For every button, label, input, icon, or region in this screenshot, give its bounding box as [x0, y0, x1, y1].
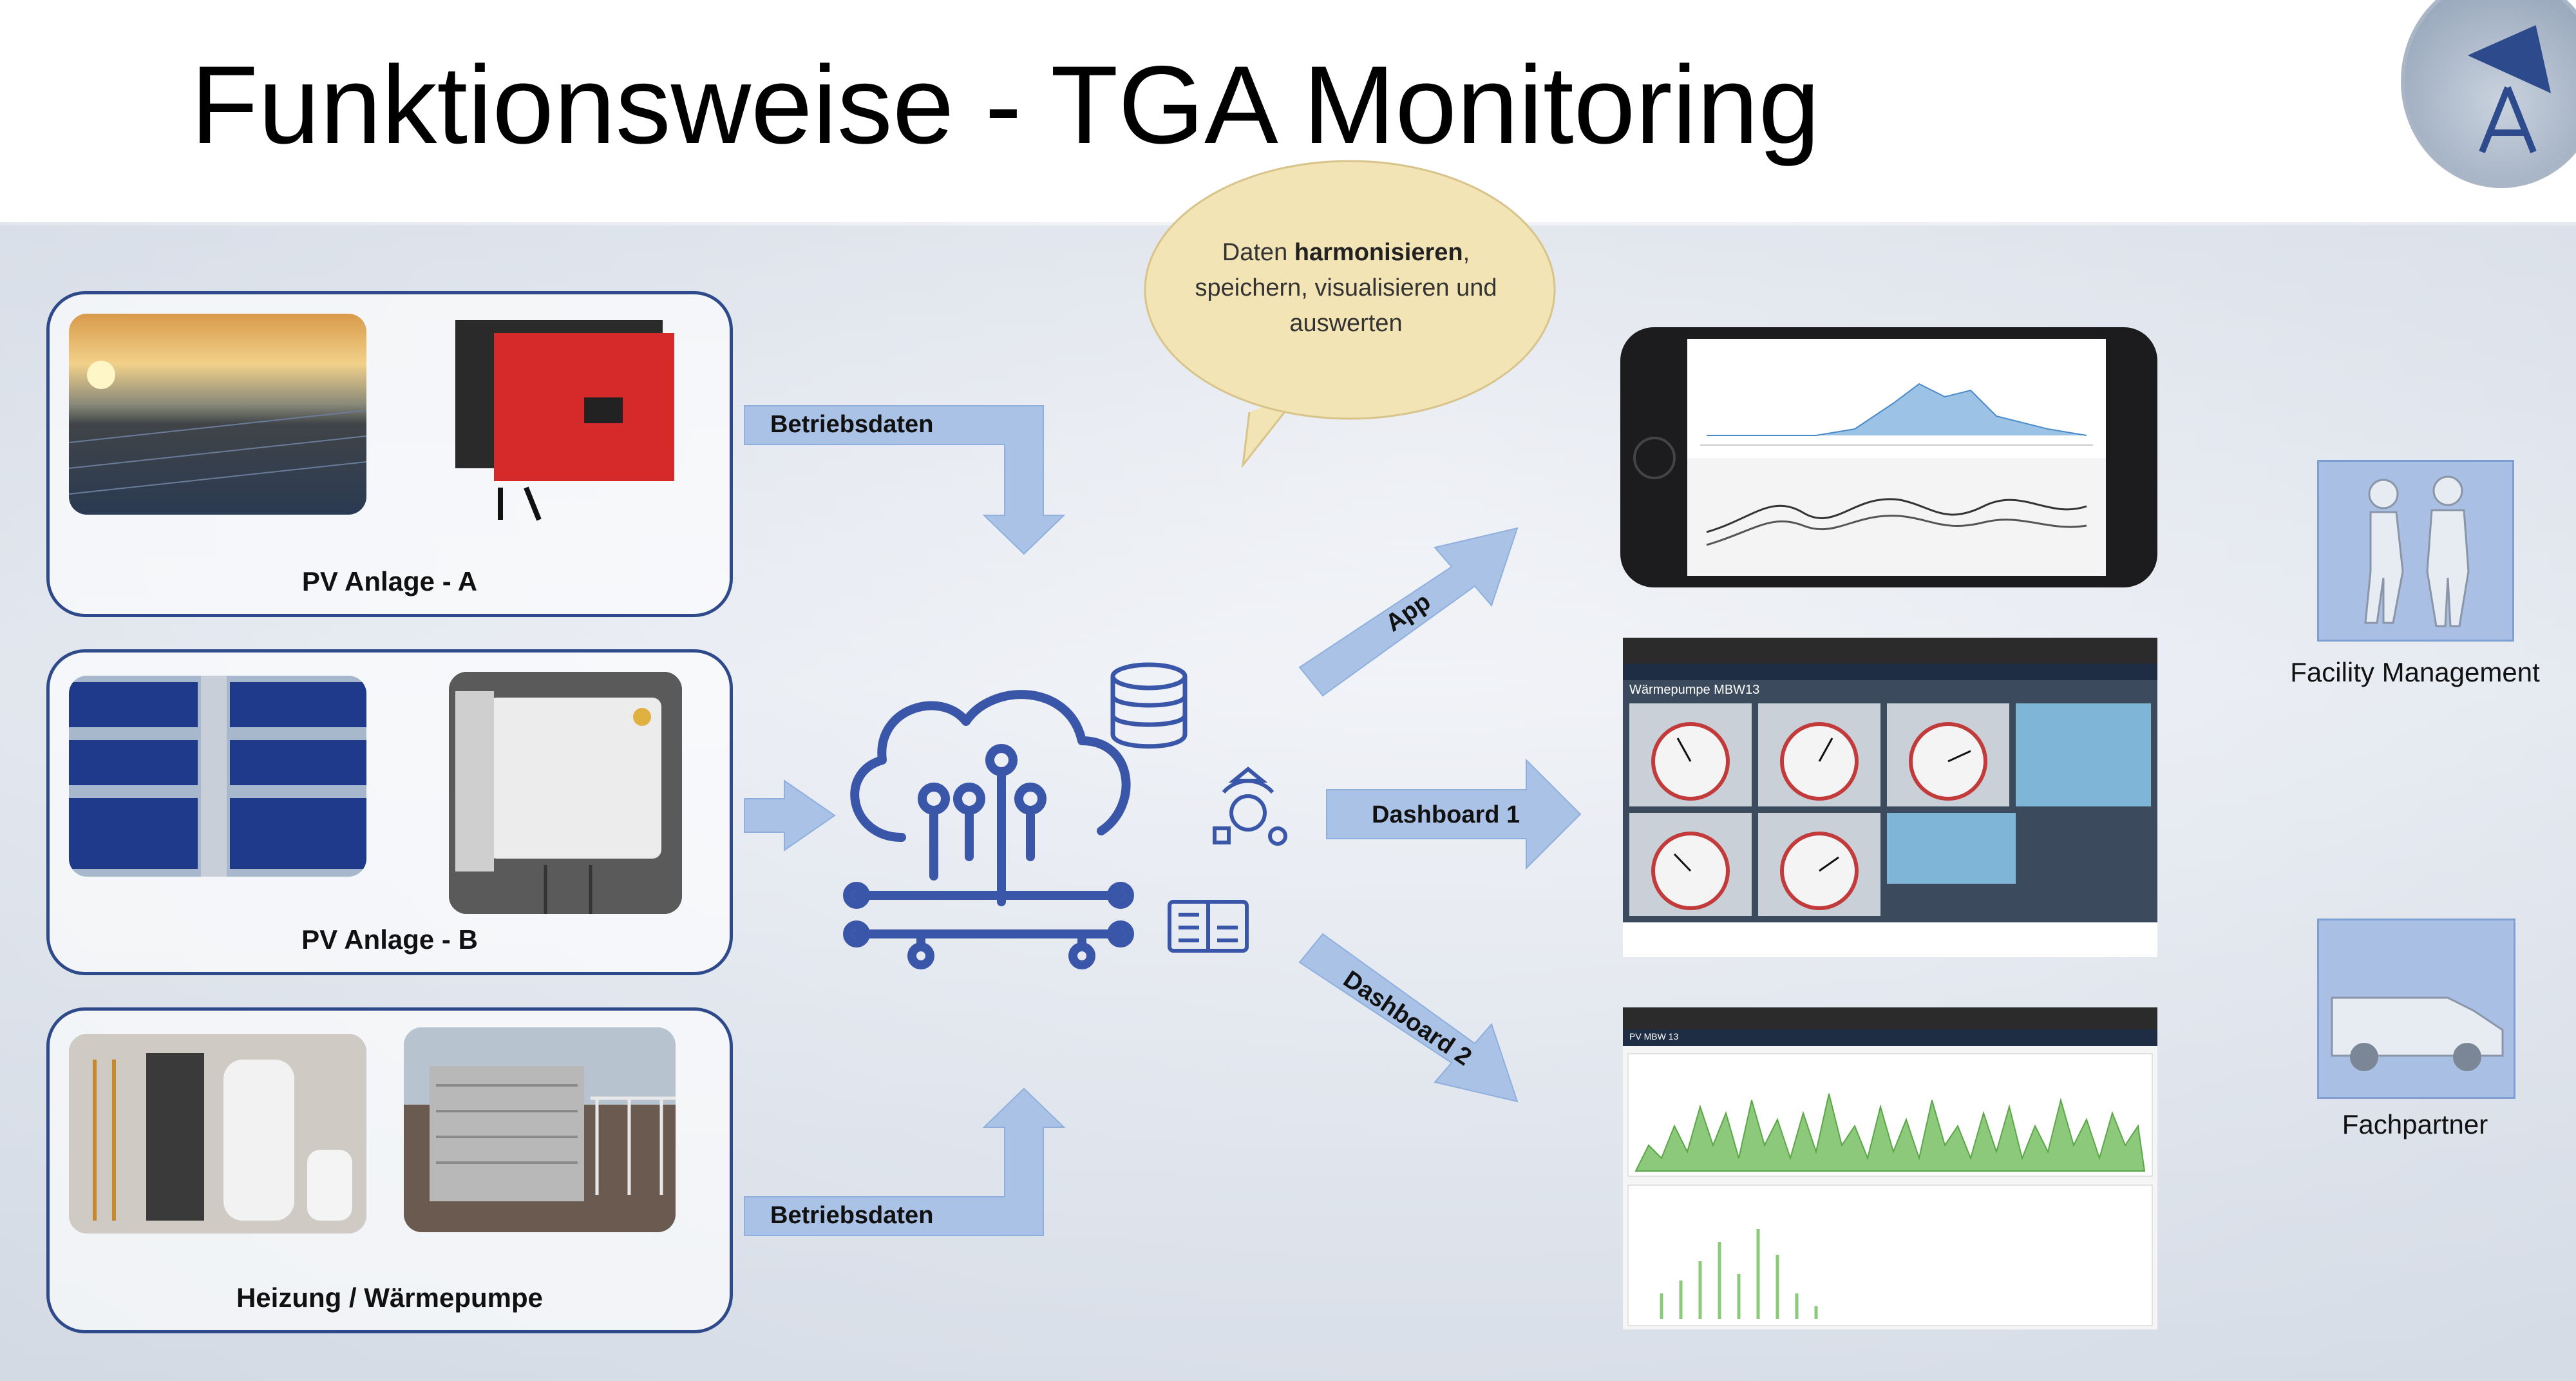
dashboard1-screen: Wärmepumpe MBW13 — [1623, 663, 2157, 957]
flow-label-betriebsdaten-bottom: Betriebsdaten — [770, 1202, 934, 1229]
dashboard2-title: PV MBW 13 — [1629, 1031, 1679, 1042]
checklist-book-icon — [1168, 900, 1249, 953]
dashboard1-arrow — [1326, 758, 1582, 870]
heat-pump-photo — [404, 1027, 676, 1232]
phone-screen — [1687, 339, 2106, 576]
dashboard2-topbar — [1623, 1029, 2157, 1046]
bubble-bold: harmonisieren — [1294, 239, 1463, 266]
dashboard2-screenshot: PV MBW 13 — [1623, 1007, 2157, 1329]
middle-arrow — [744, 779, 836, 852]
logo — [2401, 0, 2576, 188]
flow-label-dashboard1: Dashboard 1 — [1372, 801, 1520, 828]
cloud-network-icon — [843, 690, 1134, 969]
dashboard1-topbar — [1623, 663, 2157, 680]
phone-home-button — [1633, 437, 1676, 479]
people-icon — [2364, 475, 2470, 627]
betriebsdaten-arrow-top — [744, 405, 1066, 555]
bubble-text: Daten harmonisieren, speichern, visualis… — [1195, 239, 1497, 338]
speech-bubble — [1144, 160, 1556, 469]
van-icon — [2331, 996, 2504, 1071]
page-title: Funktionsweise - TGA Monitoring — [191, 43, 1821, 167]
inverter-box-photo — [449, 672, 682, 914]
source-box-heating: Heizung / Wärmepumpe — [46, 1007, 733, 1333]
facility-management-box — [2317, 460, 2514, 642]
solar-roof-sunset-photo — [69, 314, 366, 515]
database-icon — [1110, 662, 1188, 749]
flow-label-betriebsdaten-top: Betriebsdaten — [770, 411, 934, 438]
source-label: PV Anlage - A — [301, 566, 478, 596]
fachpartner-box — [2317, 919, 2515, 1099]
source-box-pv-a: PV Anlage - A — [46, 291, 733, 617]
source-label: Heizung / Wärmepumpe — [236, 1282, 544, 1313]
role-label-fachpartner: Fachpartner — [2342, 1109, 2488, 1139]
dashboard2-screen: PV MBW 13 — [1623, 1029, 2157, 1329]
source-box-pv-b: PV Anlage - B — [46, 649, 733, 975]
gear-process-icon — [1213, 767, 1287, 846]
betriebsdaten-arrow-bottom — [744, 1087, 1066, 1236]
app-arrow — [1298, 527, 1519, 697]
solar-panels-photo — [69, 676, 366, 877]
source-label: PV Anlage - B — [301, 924, 478, 955]
dashboard1-screenshot: Wärmepumpe MBW13 — [1623, 638, 2157, 957]
dashboard2-arrow — [1298, 933, 1519, 1103]
boiler-room-photo — [69, 1034, 366, 1233]
dashboard1-title: Wärmepumpe MBW13 — [1629, 683, 1760, 697]
phone-app-screenshot — [1620, 327, 2157, 587]
role-label-facility: Facility Management — [2290, 657, 2540, 687]
inverter-photo — [442, 307, 682, 526]
